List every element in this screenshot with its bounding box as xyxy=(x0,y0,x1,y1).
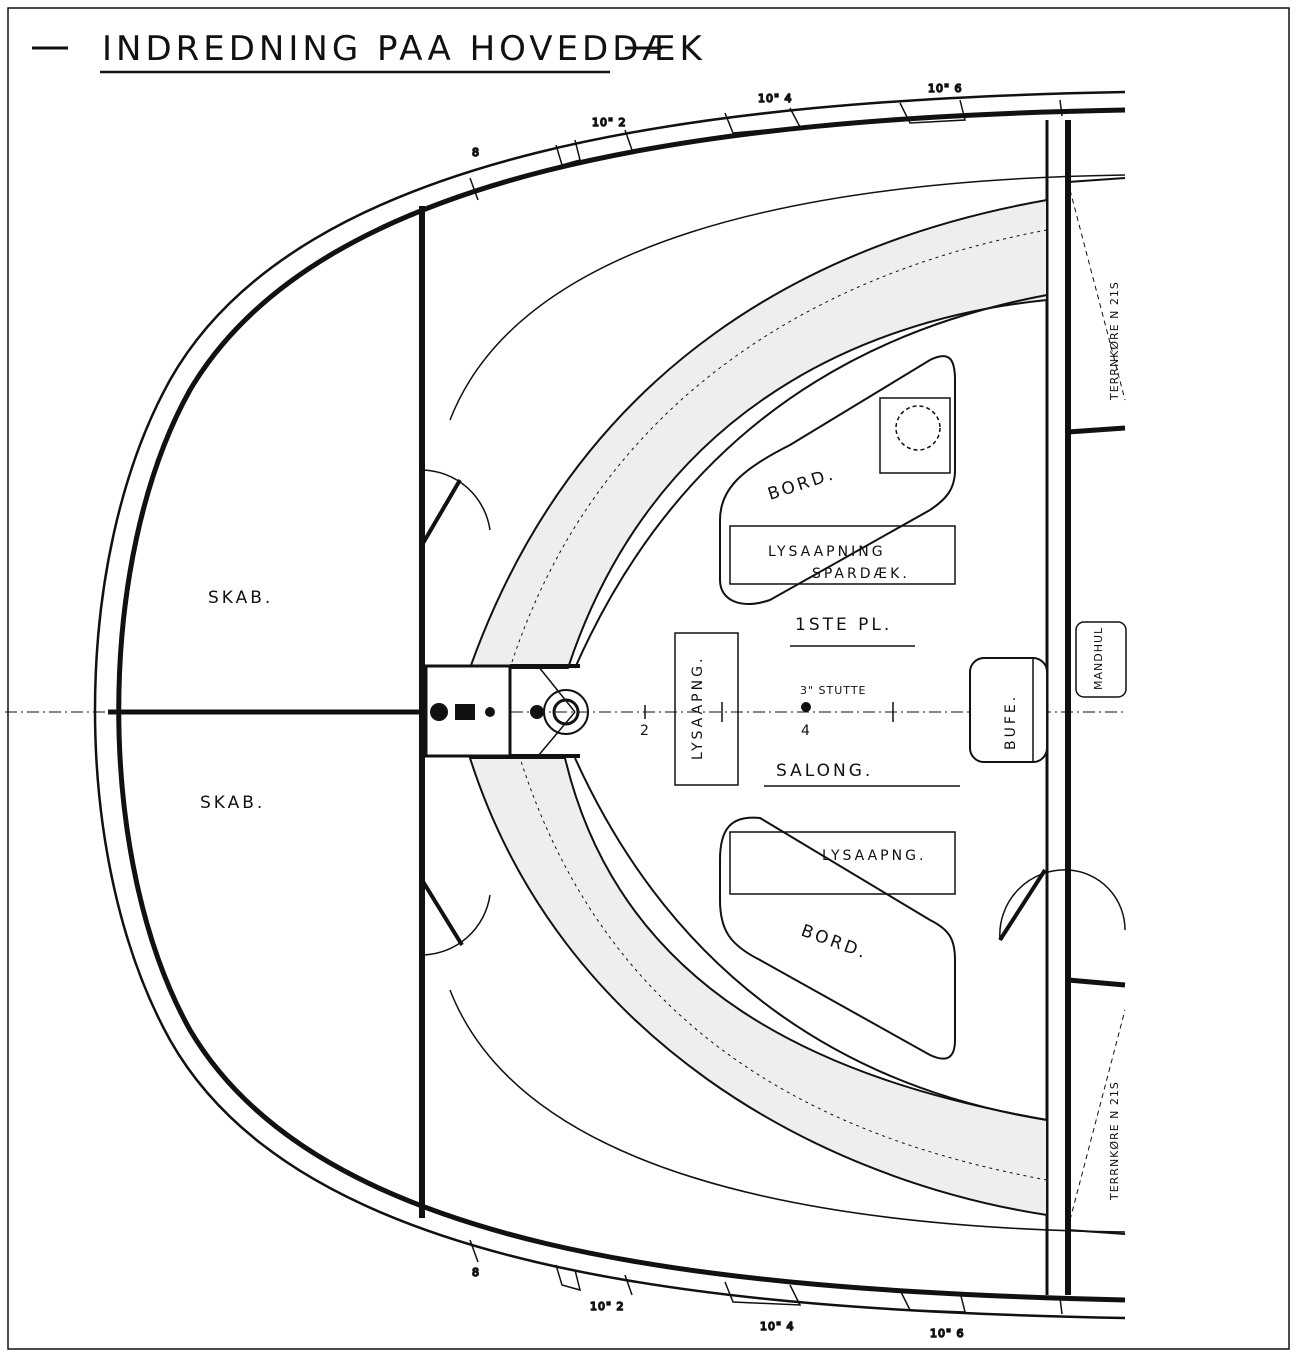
centerline-mark-2: 2 xyxy=(640,723,652,739)
door-swings xyxy=(420,469,1126,956)
frame-mark-10-6-upper: 10" 6 xyxy=(928,82,963,95)
skylight-vertical-label: LYSAAPNG. xyxy=(690,656,706,760)
manhole: MANDHUL xyxy=(1075,621,1127,698)
drawing-border xyxy=(7,7,1290,1350)
room-label-salong: SALONG. xyxy=(776,761,873,781)
frame-mark-8-upper: 8 xyxy=(472,146,480,159)
skylight-upper-label-2: SPARDÆK. xyxy=(812,566,910,582)
skylight-lower-label: LYSAAPNG. xyxy=(822,848,926,864)
salon-inner-outline xyxy=(574,294,1048,1121)
frame-mark-10-4-upper: 10" 4 xyxy=(758,92,793,105)
hull-frame-ticks-lower: 8 10" 2 10" 4 10" 6 xyxy=(469,1239,1063,1341)
skylight-lower: LYSAAPNG. xyxy=(729,831,956,895)
companion-block xyxy=(424,664,589,758)
stutte-label: 3" STUTTE xyxy=(800,684,867,697)
centerline-mark-4: 4 xyxy=(801,723,813,739)
bufe-label: BUFE. xyxy=(1003,694,1019,750)
table-upper: BORD. xyxy=(719,355,956,605)
frame-mark-8-lower: 8 xyxy=(472,1266,480,1279)
skylight-vertical: LYSAAPNG. xyxy=(674,632,739,786)
frame-mark-10-4-lower: 10" 4 xyxy=(760,1320,795,1333)
settee-band xyxy=(468,198,1048,1217)
table-lower: BORD. xyxy=(719,816,956,1060)
skylight-upper: LYSAAPNING SPARDÆK. xyxy=(729,525,956,585)
hull-frame-ticks-upper: 8 10" 2 10" 4 10" 6 xyxy=(469,81,1063,201)
frame-mark-10-6-lower: 10" 6 xyxy=(930,1327,965,1340)
room-label-skab-upper: SKAB. xyxy=(208,588,273,608)
side-label-upper: TERRNKØRE N 21S xyxy=(1108,281,1121,401)
side-construction xyxy=(1069,189,1126,1221)
room-label-skab-lower: SKAB. xyxy=(200,793,265,813)
frame-mark-10-2-lower: 10" 2 xyxy=(590,1300,625,1313)
title-block: INDREDNING PAA HOVEDDÆK xyxy=(32,29,706,74)
frame-mark-10-2-upper: 10" 2 xyxy=(592,116,627,129)
room-label-class: 1STE PL. xyxy=(795,615,892,635)
skylight-upper-label-1: LYSAAPNING xyxy=(768,544,886,560)
bufe-cabinet: BUFE. xyxy=(969,657,1048,763)
manhole-label: MANDHUL xyxy=(1092,627,1105,690)
side-label-lower: TERRNKØRE N 21S xyxy=(1108,1081,1121,1201)
drawing-title: INDREDNING PAA HOVEDDÆK xyxy=(102,29,706,69)
